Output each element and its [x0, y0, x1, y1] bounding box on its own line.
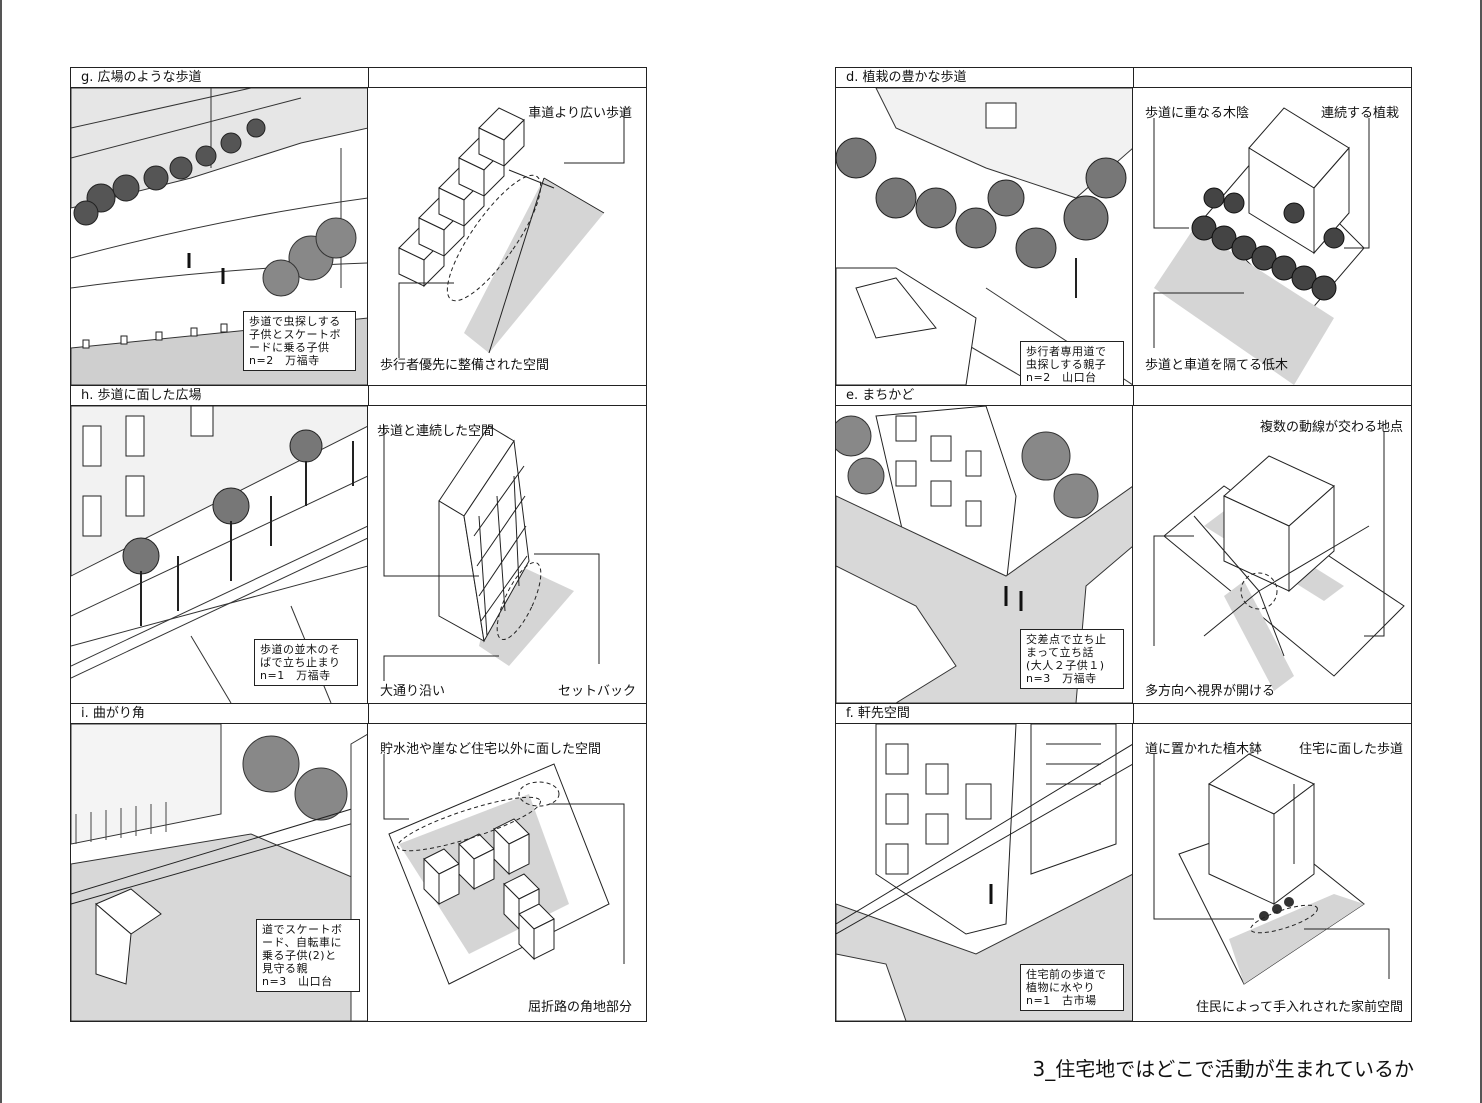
photo-illustration: 道でスケートボ ード、自転車に 乗る子供(2)と 見守る親 n=3 山口台: [71, 724, 368, 1021]
section-heading: g. 広場のような歩道: [71, 68, 646, 88]
section-divider: [71, 385, 646, 386]
section-g: g. 広場のような歩道 歩道で虫: [71, 68, 646, 386]
divider: [368, 386, 369, 406]
diagram-label: 多方向へ視界が開ける: [1145, 684, 1276, 699]
heading-text: f. 軒先空間: [846, 706, 910, 721]
heading-text: h. 歩道に面した広場: [81, 388, 202, 403]
page-caption: 3_住宅地ではどこで活動が生まれているか: [1032, 1057, 1414, 1081]
photo-illustration: 住宅前の歩道で 植物に水やり n=1 古市場: [836, 724, 1133, 1021]
section-i: i. 曲がり角 道でスケートボ ード、自転車に 乗る子供(2)と 見守る親 n=…: [71, 704, 646, 1022]
heading-text: i. 曲がり角: [81, 706, 145, 721]
diagram: 車道より広い歩道 歩行者優先に整備された空間: [369, 88, 646, 385]
page-edge-right: [1480, 0, 1482, 1103]
diagram-label: 歩道と連続した空間: [377, 424, 495, 439]
divider: [1133, 386, 1134, 406]
heading-text: e. まちかど: [846, 388, 915, 403]
diagram-label: 住宅に面した歩道: [1298, 742, 1403, 757]
section-divider: [71, 703, 646, 704]
section-f: f. 軒先空間 住宅前の歩道で 植物に水やり n=1 古市場: [836, 704, 1411, 1022]
diagram: 複数の動線が交わる地点 多方向へ視界が開ける: [1134, 406, 1411, 703]
diagram-label: 車道より広い歩道: [528, 106, 632, 121]
section-heading: d. 植栽の豊かな歩道: [836, 68, 1411, 88]
divider: [368, 704, 369, 724]
left-panel: g. 広場のような歩道 歩道で虫: [70, 67, 647, 1022]
photo-illustration: 歩行者専用道で 虫探しする親子 n=2 山口台: [836, 88, 1133, 385]
section-heading: h. 歩道に面した広場: [71, 386, 646, 406]
diagram-label: 歩行者優先に整備された空間: [380, 358, 550, 373]
page-edge-left: [0, 0, 2, 1103]
photo-caption: 歩行者専用道で 虫探しする親子 n=2 山口台: [1020, 341, 1124, 385]
diagram-label: 貯水池や崖など住宅以外に面した空間: [380, 742, 602, 757]
diagram: 歩道に重なる木陰 連続する植栽 歩道と車道を隔てる低木: [1134, 88, 1411, 385]
diagram-label: セットバック: [557, 684, 636, 699]
photo-caption: 道でスケートボ ード、自転車に 乗る子供(2)と 見守る親 n=3 山口台: [256, 919, 360, 992]
diagram: 道に置かれた植木鉢 住宅に面した歩道 住民によって手入れされた家前空間: [1134, 724, 1411, 1021]
diagram-label: 歩道に重なる木陰: [1145, 106, 1250, 121]
section-heading: f. 軒先空間: [836, 704, 1411, 724]
photo-caption: 交差点で立ち止 まって立ち話 (大人２子供１) n=3 万福寺: [1020, 629, 1124, 689]
diagram-label: 道に置かれた植木鉢: [1145, 742, 1263, 757]
right-panel: d. 植栽の豊かな歩道 歩行者専用道で 虫探しする親子 n=2 山口台: [835, 67, 1412, 1022]
diagram-label: 大通り沿い: [380, 684, 446, 699]
diagram-label: 複数の動線が交わる地点: [1259, 420, 1403, 435]
section-e: e. まちかど 交差点で立ち止 まって立ち話 (大人２子供１) n=3 万福寺: [836, 386, 1411, 704]
photo-illustration: 歩道で虫探しする 子供とスケートボ ードに乗る子供 n=2 万福寺: [71, 88, 368, 385]
divider: [1133, 704, 1134, 724]
diagram-label: 屈折路の角地部分: [527, 1000, 632, 1015]
diagram-label: 連続する植栽: [1320, 106, 1399, 121]
diagram-label: 住民によって手入れされた家前空間: [1196, 1000, 1403, 1015]
section-heading: i. 曲がり角: [71, 704, 646, 724]
photo-illustration: 歩道の並木のそ ばで立ち止まり n=1 万福寺: [71, 406, 368, 703]
photo-caption: 住宅前の歩道で 植物に水やり n=1 古市場: [1020, 964, 1124, 1011]
heading-text: g. 広場のような歩道: [81, 70, 202, 85]
divider: [1133, 68, 1134, 88]
divider: [368, 68, 369, 88]
diagram-label: 歩道と車道を隔てる低木: [1145, 358, 1289, 373]
section-divider: [836, 703, 1411, 704]
section-heading: e. まちかど: [836, 386, 1411, 406]
diagram: 歩道と連続した空間 大通り沿い セットバック: [369, 406, 646, 703]
heading-text: d. 植栽の豊かな歩道: [846, 70, 967, 85]
photo-caption: 歩道で虫探しする 子供とスケートボ ードに乗る子供 n=2 万福寺: [243, 311, 356, 371]
photo-illustration: 交差点で立ち止 まって立ち話 (大人２子供１) n=3 万福寺: [836, 406, 1133, 703]
section-h: h. 歩道に面した広場 歩道の並木のそ ばで立ち止まり n=1 万福寺: [71, 386, 646, 704]
photo-caption: 歩道の並木のそ ばで立ち止まり n=1 万福寺: [254, 639, 358, 686]
section-d: d. 植栽の豊かな歩道 歩行者専用道で 虫探しする親子 n=2 山口台: [836, 68, 1411, 386]
diagram: 貯水池や崖など住宅以外に面した空間 屈折路の角地部分: [369, 724, 646, 1021]
section-divider: [836, 385, 1411, 386]
